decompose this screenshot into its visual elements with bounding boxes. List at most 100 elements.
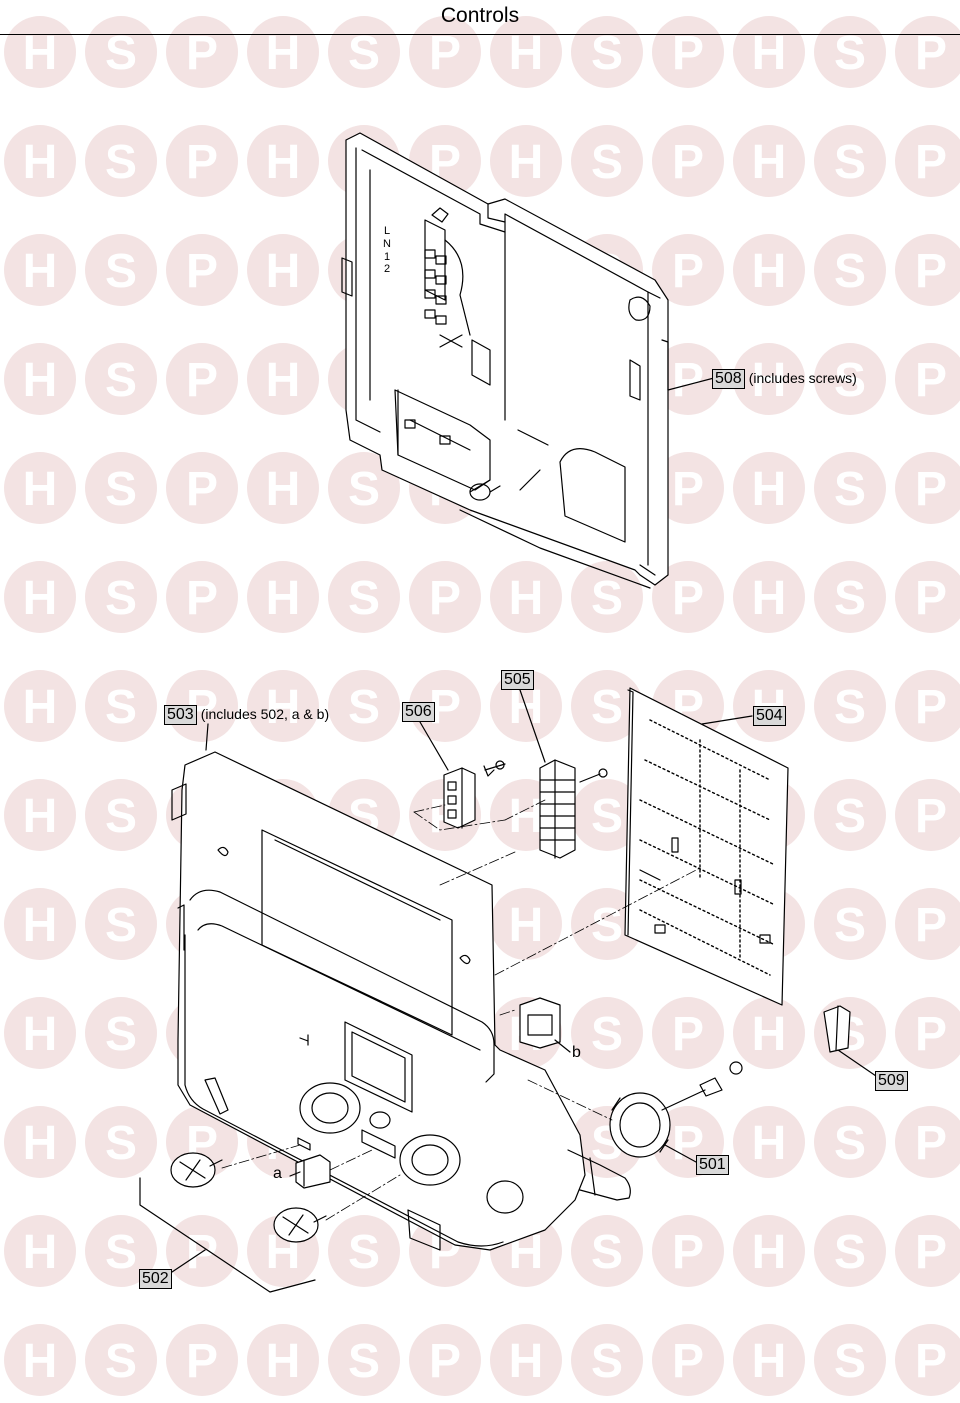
watermark-circle: [652, 234, 724, 306]
watermark-circle: [4, 125, 76, 197]
watermark-letter: P: [915, 1117, 947, 1170]
watermark-letter: H: [23, 1117, 58, 1170]
watermark-letter: S: [834, 1335, 866, 1388]
leader-509: [837, 1049, 877, 1077]
watermark-letter: H: [266, 572, 301, 625]
watermark-letter: S: [348, 1335, 380, 1388]
watermark-letter: S: [591, 27, 623, 80]
title-divider: [0, 34, 960, 35]
watermark-circle: [895, 125, 960, 197]
watermark-letter: S: [348, 463, 380, 516]
watermark-letter: S: [105, 136, 137, 189]
watermark-letter: H: [752, 1335, 787, 1388]
watermark-circle: [895, 888, 960, 960]
watermark-letter: S: [834, 572, 866, 625]
watermark-letter: S: [591, 681, 623, 734]
watermark-letter: P: [429, 572, 461, 625]
watermark-letter: S: [834, 27, 866, 80]
watermark-circle: [409, 1324, 481, 1396]
watermark-circle: [571, 1324, 643, 1396]
watermark-letter: S: [105, 1226, 137, 1279]
watermark-letter: P: [429, 1335, 461, 1388]
watermark-letter: H: [509, 899, 544, 952]
terminal-markings: 21NL: [383, 225, 397, 275]
watermark-letter: P: [915, 572, 947, 625]
watermark-letter: S: [348, 27, 380, 80]
watermark-letter: S: [105, 463, 137, 516]
watermark-circle: [4, 670, 76, 742]
watermark-letter: S: [105, 27, 137, 80]
watermark-letter: H: [23, 354, 58, 407]
part-number-503: 503: [164, 705, 197, 725]
watermark-letter: P: [672, 1335, 704, 1388]
watermark-circle: [814, 125, 886, 197]
part-number-505: 505: [501, 670, 534, 690]
callout-508: 508(includes screws): [712, 369, 857, 389]
callout-505: 505: [501, 670, 534, 690]
watermark-letter: P: [672, 27, 704, 80]
watermark-circle: [85, 1106, 157, 1178]
watermark-circle: [85, 1324, 157, 1396]
watermark-letter: H: [23, 1008, 58, 1061]
watermark-letter: H: [266, 354, 301, 407]
part-a-clip: [295, 1154, 331, 1189]
watermark-circle: [328, 1215, 400, 1287]
leader-502-bracket: [139, 1177, 316, 1293]
watermark-circle: [409, 670, 481, 742]
watermark-letter: P: [915, 136, 947, 189]
watermark-circle: [814, 561, 886, 633]
watermark-letter: H: [266, 245, 301, 298]
watermark-letter: H: [752, 136, 787, 189]
watermark-circle: [247, 234, 319, 306]
part-504-pcb: [624, 687, 789, 1006]
watermark-letter: H: [23, 136, 58, 189]
watermark-letter: S: [105, 1335, 137, 1388]
watermark-circle: [895, 343, 960, 415]
watermark-letter: S: [105, 1117, 137, 1170]
watermark-circle: [328, 561, 400, 633]
watermark-circle: [652, 997, 724, 1069]
watermark-circle: [85, 779, 157, 851]
watermark-letter: P: [915, 681, 947, 734]
watermark-circle: [247, 343, 319, 415]
leader-506: [419, 721, 449, 771]
watermark-letter: H: [23, 1335, 58, 1388]
watermark-circle: [733, 1106, 805, 1178]
watermark-letter: H: [23, 1226, 58, 1279]
watermark-circle: [247, 125, 319, 197]
watermark-circle: [814, 452, 886, 524]
callout-509: 509: [875, 1071, 908, 1091]
watermark-circle: [733, 1215, 805, 1287]
watermark-circle: [328, 1324, 400, 1396]
watermark-letter: S: [105, 790, 137, 843]
watermark-circle: [490, 888, 562, 960]
watermark-circle: [652, 1324, 724, 1396]
terminal-mark: 1: [383, 250, 397, 263]
part-503-front-panel: [171, 751, 631, 1251]
watermark-circle: [4, 1215, 76, 1287]
watermark-letter: S: [834, 1117, 866, 1170]
watermark-circle: [652, 1215, 724, 1287]
watermark-circle: [571, 997, 643, 1069]
watermark-letter: H: [23, 899, 58, 952]
watermark-letter: P: [915, 1226, 947, 1279]
watermark-circle: [166, 125, 238, 197]
watermark-letter: H: [266, 27, 301, 80]
watermark-circle: [490, 561, 562, 633]
watermark-letter: S: [834, 245, 866, 298]
watermark-circle: [895, 779, 960, 851]
part-502-knobs: [170, 1152, 327, 1243]
watermark-circle: [85, 125, 157, 197]
watermark-letter: P: [186, 354, 218, 407]
watermark-circle: [85, 561, 157, 633]
watermark-circle: [895, 234, 960, 306]
watermark-circle: [490, 125, 562, 197]
watermark-letter: H: [752, 1008, 787, 1061]
watermark-letter: P: [915, 463, 947, 516]
watermark-circle: [4, 561, 76, 633]
watermark-letter: H: [509, 27, 544, 80]
watermark-circle: [85, 343, 157, 415]
part-508-back-case: [341, 132, 669, 589]
watermark-circle: [247, 561, 319, 633]
